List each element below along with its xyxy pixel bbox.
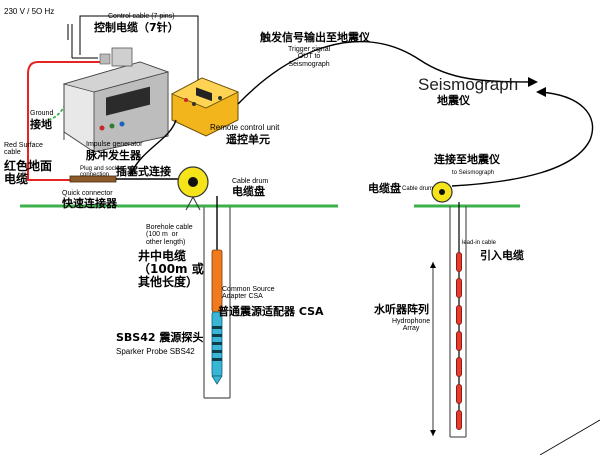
hydrophone-label-zh: 水听器阵列 [374, 303, 429, 316]
quick-connector-label-zh: 快速连接器 [62, 197, 117, 210]
seismograph-label-en: Seismograph [418, 75, 519, 94]
right-borehole [449, 206, 467, 438]
seismograph-arrow [536, 87, 546, 97]
plug-label-en: Plug and socket connection [80, 166, 123, 179]
hydrophone-element [456, 278, 462, 299]
seismograph-connect-cable [451, 91, 594, 187]
csa-label-zh: 普通震源适配器 CSA [218, 305, 324, 318]
red-cable-label-zh: 红色地面 电缆 [4, 159, 53, 186]
ground-label-en: Ground [30, 110, 54, 117]
control-cable [79, 15, 199, 82]
hydrophone-label-en: Hydrophone Array [392, 318, 431, 333]
borehole-label-en: Borehole cable (100 m or other length) [146, 224, 193, 246]
leadin-label-en: lead-in cable [462, 240, 497, 246]
hydrophone-element [456, 383, 462, 404]
right-drum-label-en: Cable drum [402, 186, 434, 192]
sbs-label-zh: SBS42 震源探头 [116, 331, 204, 344]
leadin-label-zh: 引入电缆 [480, 249, 524, 262]
csa-adapter [211, 249, 223, 313]
power-label: 230 V / 5O Hz [4, 7, 55, 16]
corner-line [539, 419, 601, 455]
right-cable-drum [431, 181, 453, 203]
impulse-label-zh: 脉冲发生器 [86, 149, 141, 162]
control-cable-label-zh: 控制电缆（7针） [94, 21, 179, 34]
hydrophone-element [456, 410, 462, 430]
impulse-label-en: Impulse generator [86, 141, 143, 148]
red-cable-label-en: Red Surface cable [4, 142, 43, 157]
seismograph-label-zh: 地震仪 [437, 94, 470, 107]
right-drum-label-zh: 电缆盘 [368, 182, 401, 195]
hydrophone-element [456, 357, 462, 378]
left-cable-drum [177, 166, 209, 211]
quick-connector-label-en: Quick connector [62, 190, 113, 197]
trigger-label-en: Trigger signal OUT to Seismograph [288, 46, 331, 68]
remote-control-unit [171, 77, 239, 137]
left-borehole [203, 207, 231, 399]
control-cable-label-en: Control cable (7 pins) [108, 13, 175, 20]
remote-label-zh: 遥控单元 [226, 133, 270, 146]
left-drum-label-zh: 电缆盘 [232, 185, 265, 198]
sparker-probe [211, 311, 223, 385]
trigger-cable [237, 40, 537, 105]
hydrophone-element [456, 331, 462, 351]
hydrophone-array-dimension [430, 262, 436, 436]
plug-label-zh: 插塞式连接 [116, 165, 171, 178]
ground-label-zh: 接地 [30, 118, 52, 131]
hydrophone-element [456, 252, 462, 272]
connect-label-zh: 连接至地震仪 [434, 153, 500, 166]
red-surface-cable [27, 61, 100, 181]
left-drum-label-en: Cable drum [232, 178, 269, 185]
trigger-label-zh: 触发信号输出至地震仪 [260, 31, 370, 44]
power-line [67, 24, 98, 59]
ground-wire [47, 95, 89, 121]
connect-label-en: to Seismograph [452, 170, 495, 176]
trigger-arrow [528, 77, 538, 87]
csa-label-en: Common Source Adapter CSA [222, 286, 275, 301]
remote-to-drum-cable [129, 119, 177, 177]
hydrophone-element [456, 304, 462, 325]
borehole-label-zh: 井中电缆 （100m 或 其他长度） [138, 249, 204, 290]
impulse-generator [62, 47, 170, 153]
sbs-label-en: Sparker Probe SBS42 [116, 347, 195, 356]
remote-label-en: Remote control unit [210, 123, 280, 132]
